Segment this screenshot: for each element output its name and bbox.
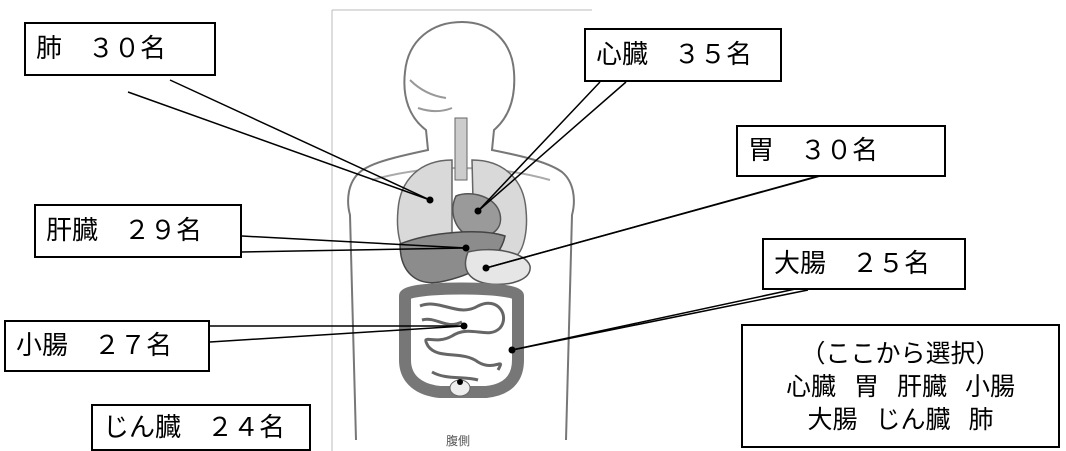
choice-large-intestine: 大腸 — [808, 405, 858, 434]
choice-stomach: 胃 — [854, 372, 879, 401]
choices-row-1: 心臓 胃 肝臓 小腸 — [743, 370, 1058, 403]
lung-label: 肺 ３０名 — [24, 22, 216, 76]
lung-leader-top — [170, 80, 430, 200]
large-intestine-label: 大腸 ２５名 — [762, 238, 966, 290]
choice-lung: 肺 — [968, 405, 993, 434]
choices-title: （ここから選択） — [743, 337, 1058, 370]
choices-row-2: 大腸 じん臓 肺 — [743, 403, 1058, 436]
choices-box: （ここから選択） 心臓 胃 肝臓 小腸 大腸 じん臓 肺 — [741, 324, 1060, 448]
heart-leader-bottom — [478, 82, 600, 211]
bladder-dot — [457, 379, 463, 385]
choice-heart: 心臓 — [786, 372, 836, 401]
small-intestine-label: 小腸 ２７名 — [4, 320, 210, 372]
stomach-label: 胃 ３０名 — [736, 125, 946, 177]
heart-label: 心臓 ３５名 — [584, 28, 782, 82]
stomach-shape — [465, 250, 530, 285]
small-intestine-shape — [420, 303, 504, 380]
ventral-side-label: 腹側 — [446, 432, 470, 449]
choice-liver: 肝臓 — [897, 372, 947, 401]
trachea-shape — [455, 118, 467, 180]
liver-label: 肝臓 ２９名 — [34, 204, 242, 258]
choice-small-intestine: 小腸 — [965, 372, 1015, 401]
choice-kidney: じん臓 — [875, 405, 950, 434]
kidney-label: じん臓 ２４名 — [91, 404, 311, 451]
lung-leader-bottom — [128, 92, 430, 200]
heart-leader-top — [478, 82, 626, 211]
